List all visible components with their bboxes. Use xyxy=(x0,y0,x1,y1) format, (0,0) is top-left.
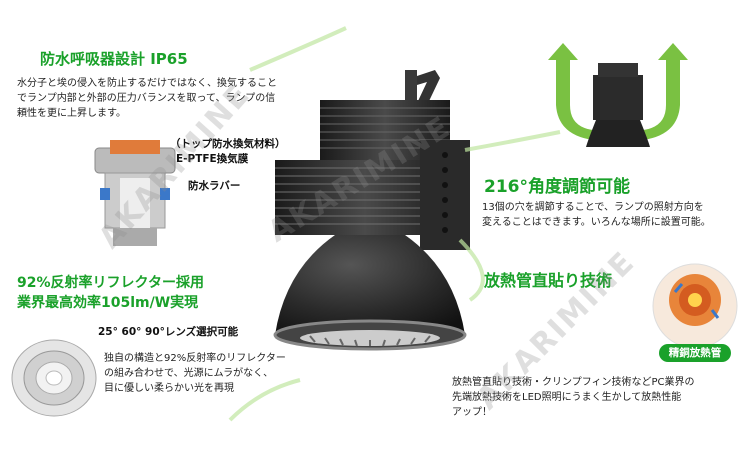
reflector-description-line-3: 目に優しい柔らかい光を再現 xyxy=(104,383,234,394)
reflector-description-line-2: の組み合わせで、光源にムラがなく、 xyxy=(104,368,274,379)
reflector-description: 独自の構造と92%反射率のリフレクター の組み合わせで、光源にムラがなく、 目に… xyxy=(104,351,324,396)
heat-description: 放熱管直貼り技術・クリンプフィン技術などPC業界の 先端放熱技術をLED照明にう… xyxy=(452,375,742,420)
waterproof-description-line-2: でランプ内部と外部の圧力バランスを取って、ランプの信 xyxy=(17,93,276,104)
angle-title: 216°角度調節可能 xyxy=(484,177,630,197)
reflector-title-line-1: 92%反射率リフレクター採用 xyxy=(17,275,204,291)
angle-description-line-1: 13個の穴を調節することで、ランプの照射方向を xyxy=(482,202,704,213)
rotate-arrows-icon xyxy=(548,43,688,147)
rubber-label: 防水ラバー xyxy=(188,180,241,192)
copper-heat-pipe-image xyxy=(652,263,738,349)
reflector-cup-image xyxy=(11,339,97,417)
highbay-lamp-illustration xyxy=(273,70,470,351)
waterproof-description: 水分子と埃の侵入を防止するだけではなく、換気すること でランプ内部と外部の圧力バ… xyxy=(17,76,307,121)
heat-badge: 精銅放熱管 xyxy=(659,344,731,362)
angle-description: 13個の穴を調節することで、ランプの照射方向を 変えることはできます。いろんな場… xyxy=(482,200,742,230)
heat-description-line-2: 先端放熱技術をLED照明にうまく生かして放熱性能 xyxy=(452,392,682,403)
waterproof-title: 防水呼吸器設計 IP65 xyxy=(40,50,188,68)
lens-options: 25° 60° 90°レンズ選択可能 xyxy=(98,326,239,338)
waterproof-description-line-3: 頼性を更に上昇します。 xyxy=(17,108,126,119)
heat-title: 放熱管直貼り技術 xyxy=(484,271,613,290)
reflector-description-line-1: 独自の構造と92%反射率のリフレクター xyxy=(104,353,286,364)
breather-valve-cutaway xyxy=(94,140,176,246)
waterproof-description-line-1: 水分子と埃の侵入を防止するだけではなく、換気すること xyxy=(17,78,277,89)
angle-description-line-2: 変えることはできます。いろんな場所に設置可能。 xyxy=(482,217,711,228)
membrane-label-1: （トップ防水換気材料） xyxy=(170,138,286,150)
heat-description-line-3: アップ！ xyxy=(452,407,492,418)
reflector-title-line-2: 業界最高効率105lm/W実現 xyxy=(17,295,199,311)
heat-description-line-1: 放熱管直貼り技術・クリンプフィン技術などPC業界の xyxy=(452,377,695,388)
membrane-label-2: E-PTFE換気膜 xyxy=(176,153,249,165)
